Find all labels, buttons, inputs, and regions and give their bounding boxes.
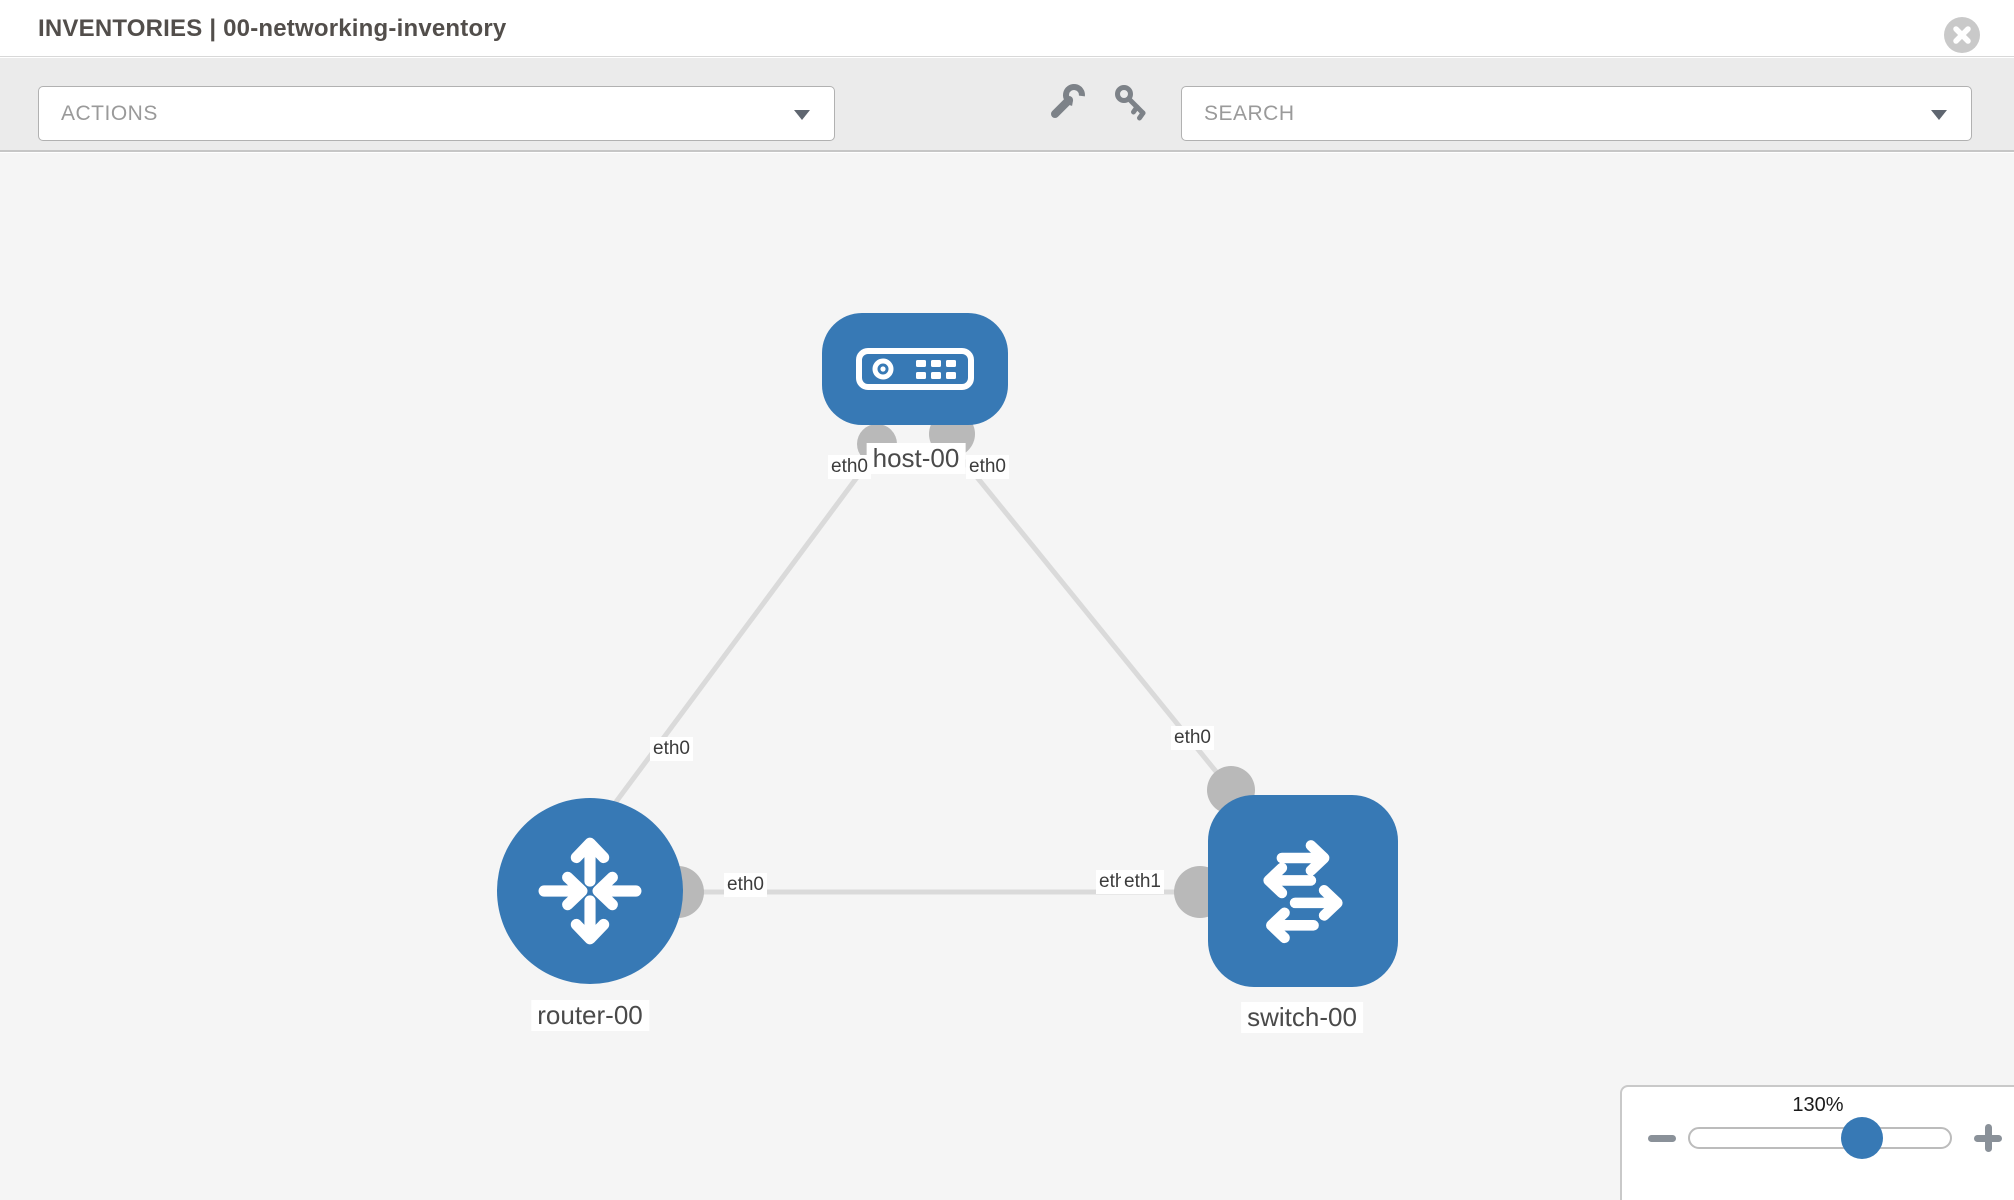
configure-button[interactable] <box>1041 76 1093 128</box>
topology-links-layer <box>607 411 1255 918</box>
close-button[interactable] <box>1944 17 1980 53</box>
switch-icon <box>1263 840 1343 944</box>
zoom-level-value: 130% <box>1792 1094 1844 1116</box>
search-dropdown[interactable]: SEARCH <box>1181 86 1972 141</box>
actions-dropdown[interactable]: ACTIONS <box>38 86 835 141</box>
close-icon <box>1953 26 1971 44</box>
zoom-slider-track[interactable] <box>1688 1117 1952 1159</box>
node-label-switch-00: switch-00 <box>1241 1002 1363 1033</box>
caret-down-icon <box>1931 110 1947 120</box>
header: INVENTORIES | 00-networking-inventory <box>0 0 2014 57</box>
toolbar: ACTIONS SEARCH <box>0 58 2014 152</box>
zoom-slider-thumb[interactable] <box>1841 1117 1883 1159</box>
credentials-button[interactable] <box>1106 76 1158 128</box>
interface-label: eth0 <box>724 873 767 897</box>
interface-label: eth0 <box>828 455 871 479</box>
zoom-control-panel: 130% <box>1620 1085 2014 1200</box>
node-host-00[interactable] <box>822 313 1008 425</box>
interface-label: eth0 <box>650 737 693 761</box>
zoom-slider-row <box>1622 1117 2014 1169</box>
topology-canvas[interactable]: host-00 router-00 switch-00 eth0 eth0 et… <box>0 153 2014 1200</box>
key-icon <box>1115 85 1146 121</box>
node-label-router-00: router-00 <box>531 1000 649 1031</box>
router-icon <box>538 837 642 945</box>
page-title: INVENTORIES | 00-networking-inventory <box>38 15 507 42</box>
host-icon <box>856 348 974 390</box>
node-label-host-00: host-00 <box>866 443 966 474</box>
plus-icon[interactable] <box>1974 1124 2002 1152</box>
node-router-00[interactable] <box>497 798 683 984</box>
search-dropdown-label: SEARCH <box>1204 102 1295 125</box>
interface-label: eth0 <box>966 455 1009 479</box>
actions-dropdown-label: ACTIONS <box>61 102 158 125</box>
minus-icon[interactable] <box>1648 1135 1676 1142</box>
wrench-icon <box>1051 84 1085 118</box>
node-switch-00[interactable] <box>1208 795 1398 987</box>
caret-down-icon <box>794 110 810 120</box>
interface-label: eth1 <box>1121 870 1164 894</box>
interface-label: eth0 <box>1171 726 1214 750</box>
